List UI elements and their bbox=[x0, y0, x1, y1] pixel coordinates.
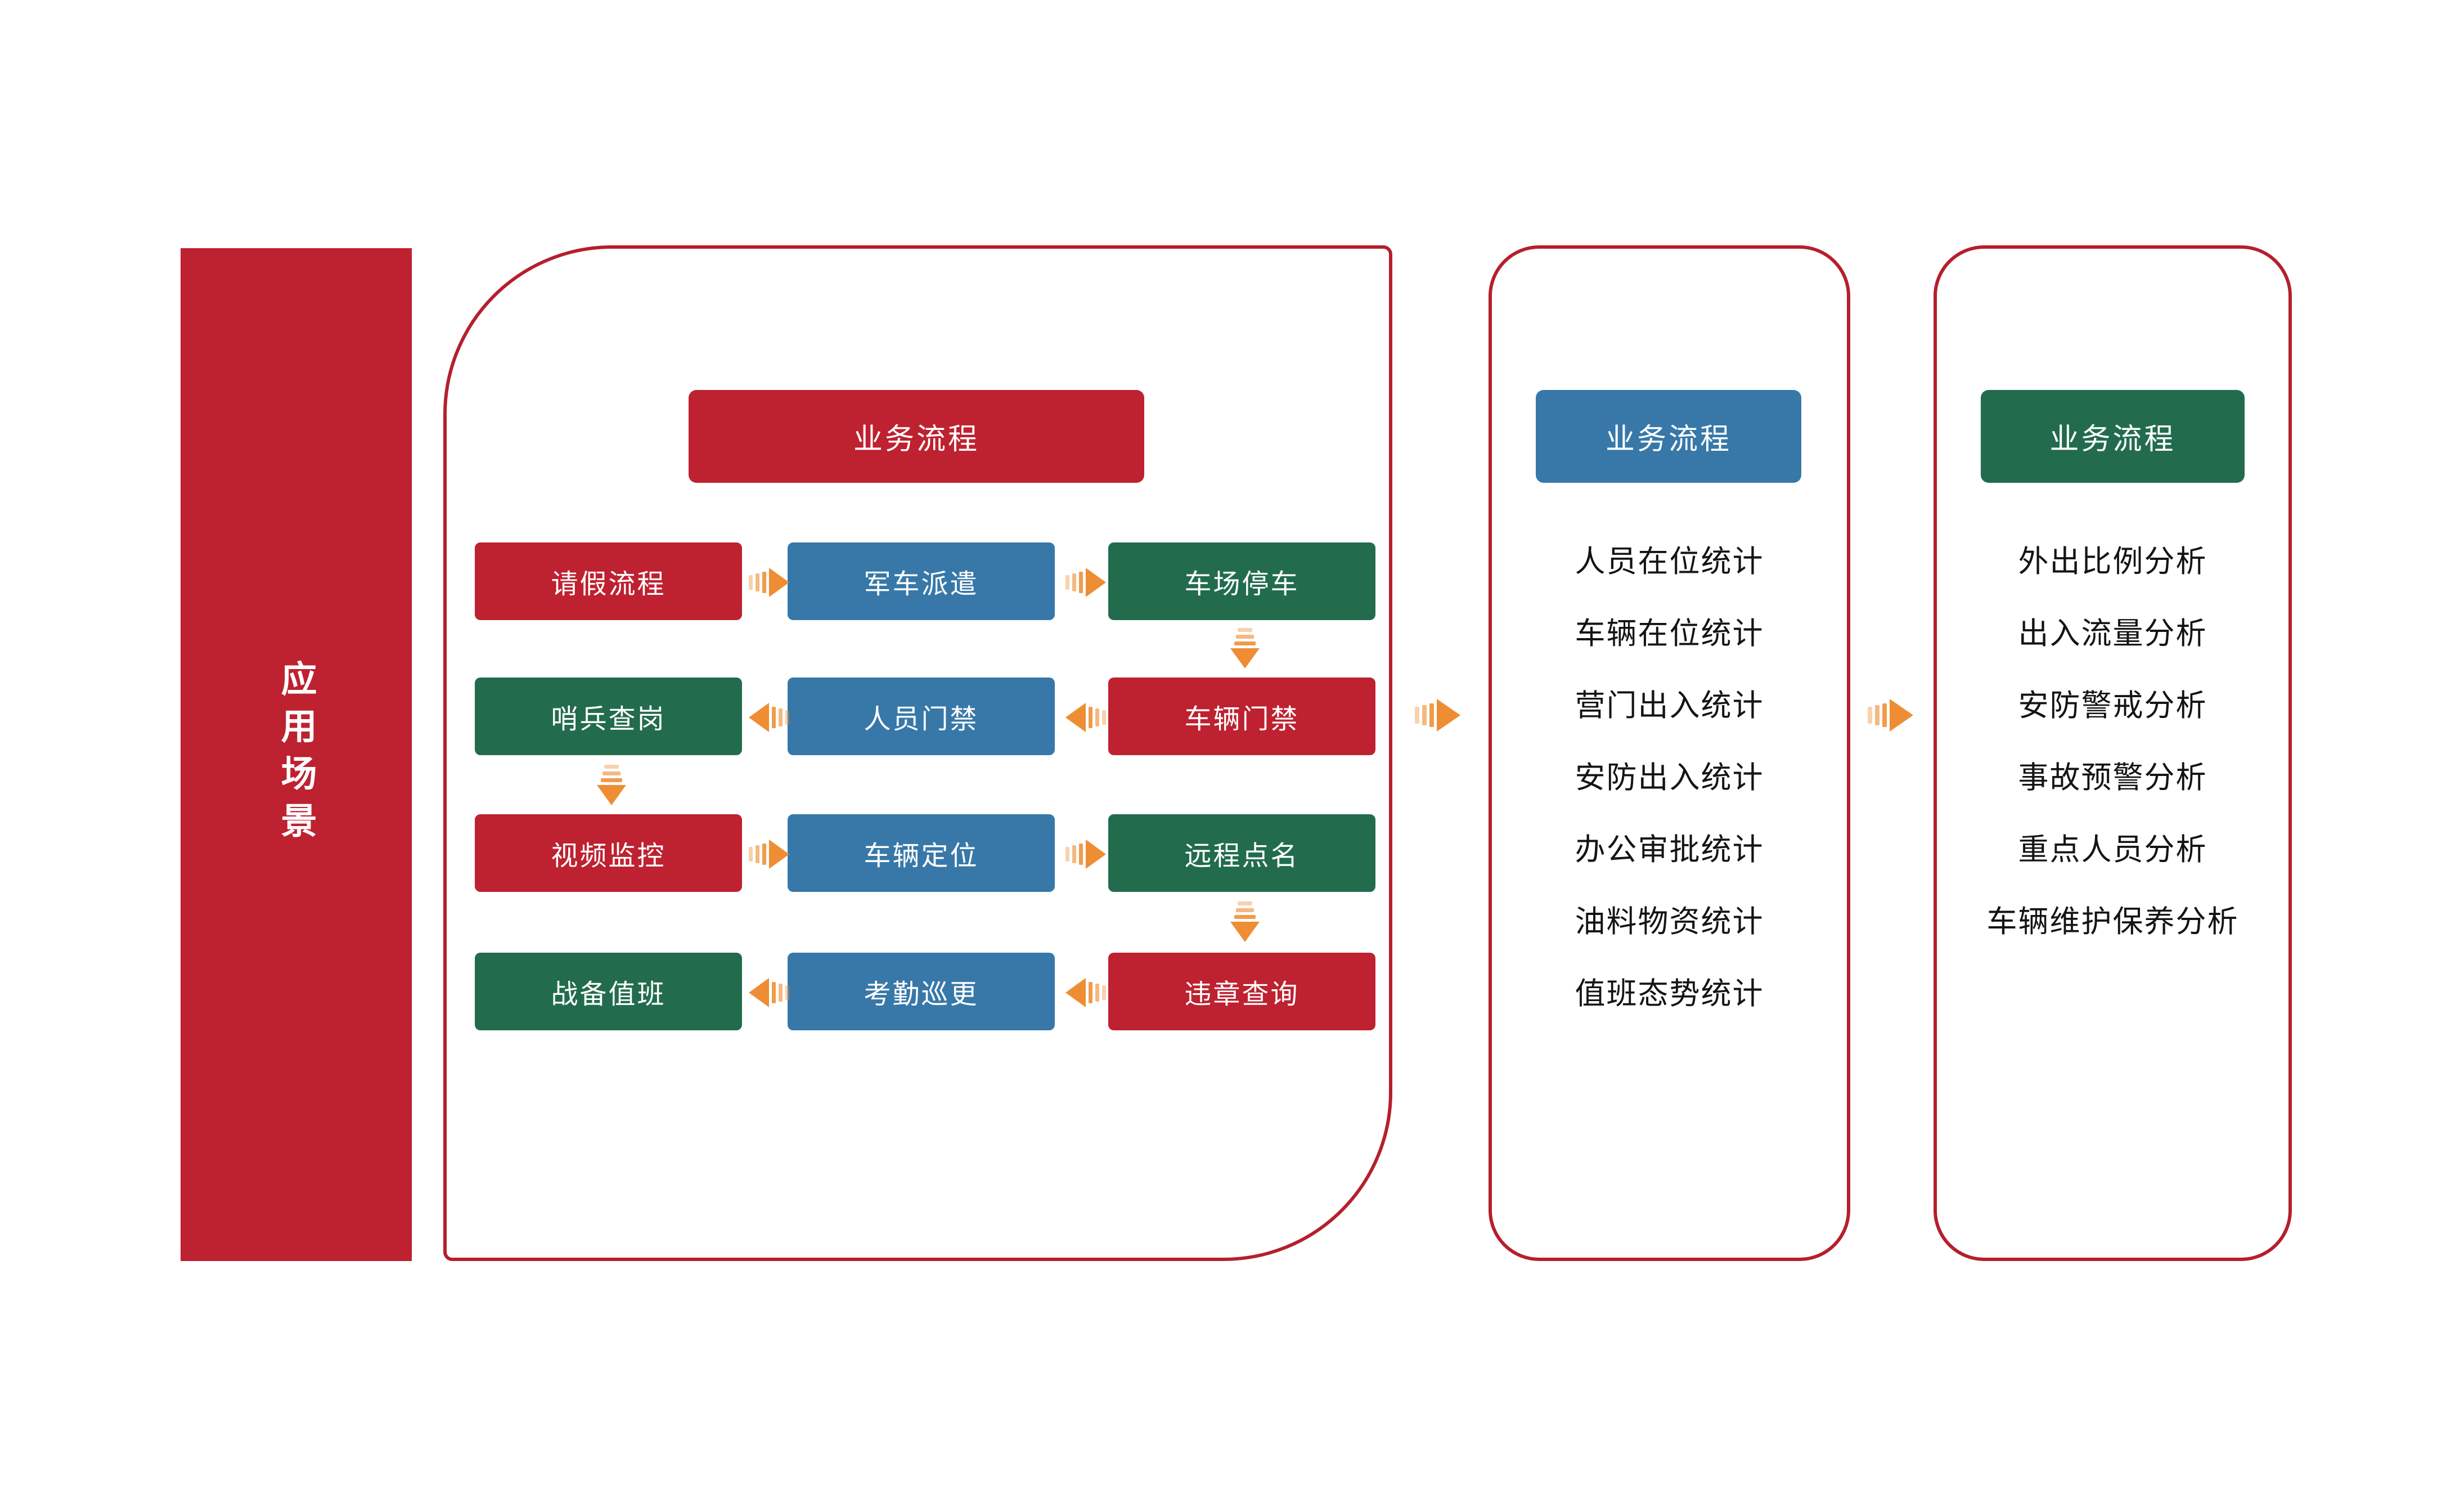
flow-box-vehicle-locating: 车辆定位 bbox=[788, 814, 1055, 892]
arrow-left-icon bbox=[1065, 978, 1106, 1007]
flow-box-leave-process: 请假流程 bbox=[475, 542, 742, 620]
list-item: 营门出入统计 bbox=[1575, 689, 1764, 723]
list-item: 安防出入统计 bbox=[1575, 761, 1764, 795]
flow-box-sentry-check: 哨兵查岗 bbox=[475, 678, 742, 755]
flow-box-personnel-access: 人员门禁 bbox=[788, 678, 1055, 755]
flow-box-video-monitor: 视频监控 bbox=[475, 814, 742, 892]
flow-box-violation-query: 违章查询 bbox=[1108, 953, 1375, 1030]
arrow-right-icon bbox=[749, 840, 789, 869]
scenario-banner: 应用场景 bbox=[181, 248, 412, 1261]
analysis-list: 外出比例分析 出入流量分析 安防警戒分析 事故预警分析 重点人员分析 车辆维护保… bbox=[1940, 526, 2285, 958]
statistics-list: 人员在位统计 车辆在位统计 营门出入统计 安防出入统计 办公审批统计 油料物资统… bbox=[1495, 526, 1843, 1030]
panel-analysis: 业务流程 外出比例分析 出入流量分析 安防警戒分析 事故预警分析 重点人员分析 … bbox=[1934, 245, 2292, 1261]
list-item: 油料物资统计 bbox=[1575, 905, 1764, 939]
list-item: 安防警戒分析 bbox=[2018, 689, 2207, 723]
arrow-down-icon bbox=[1230, 901, 1260, 942]
flow-box-attendance-patrol: 考勤巡更 bbox=[788, 953, 1055, 1030]
arrow-left-icon bbox=[749, 978, 789, 1007]
panel2-header: 业务流程 bbox=[1536, 390, 1801, 483]
panel1-header: 业务流程 bbox=[689, 390, 1144, 483]
arrow-right-icon bbox=[1415, 699, 1460, 732]
scenario-banner-title: 应用场景 bbox=[276, 660, 317, 849]
list-item: 车辆维护保养分析 bbox=[1986, 905, 2239, 939]
list-item: 车辆在位统计 bbox=[1575, 617, 1764, 650]
flow-box-remote-rollcall: 远程点名 bbox=[1108, 814, 1375, 892]
list-item: 出入流量分析 bbox=[2018, 617, 2207, 650]
flow-box-vehicle-dispatch: 军车派遣 bbox=[788, 542, 1055, 620]
arrow-right-icon bbox=[1065, 840, 1106, 869]
arrow-left-icon bbox=[1065, 703, 1106, 732]
arrow-left-icon bbox=[749, 703, 789, 732]
list-item: 重点人员分析 bbox=[2018, 833, 2207, 867]
panel-statistics: 业务流程 人员在位统计 车辆在位统计 营门出入统计 安防出入统计 办公审批统计 … bbox=[1489, 245, 1850, 1261]
flow-box-lot-parking: 车场停车 bbox=[1108, 542, 1375, 620]
panel3-header: 业务流程 bbox=[1981, 390, 2245, 483]
arrow-down-icon bbox=[597, 765, 626, 805]
list-item: 办公审批统计 bbox=[1575, 833, 1764, 867]
list-item: 人员在位统计 bbox=[1575, 545, 1764, 578]
arrow-right-icon bbox=[1868, 699, 1913, 732]
arrow-right-icon bbox=[749, 568, 789, 597]
arrow-right-icon bbox=[1065, 568, 1106, 597]
arrow-down-icon bbox=[1230, 628, 1260, 669]
flow-box-vehicle-access: 车辆门禁 bbox=[1108, 678, 1375, 755]
list-item: 值班态势统计 bbox=[1575, 977, 1764, 1011]
list-item: 事故预警分析 bbox=[2018, 761, 2207, 795]
flow-box-readiness-duty: 战备值班 bbox=[475, 953, 742, 1030]
panel-business-flow: 业务流程 请假流程 军车派遣 车场停车 哨兵查岗 人员门禁 车辆门禁 视频监控 … bbox=[443, 245, 1392, 1261]
list-item: 外出比例分析 bbox=[2018, 545, 2207, 578]
